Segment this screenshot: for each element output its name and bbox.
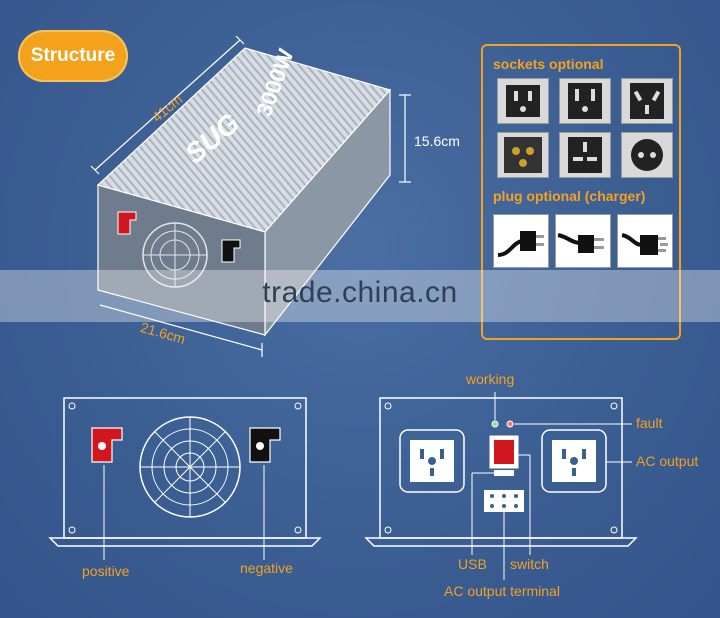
- height-label: 15.6cm: [414, 133, 460, 149]
- au-plug-icon: [493, 214, 549, 268]
- us-socket-grounded-icon: [559, 78, 611, 124]
- front-panel: [48, 397, 322, 560]
- negative-terminal-icon: [249, 427, 281, 463]
- us-socket-icon: [497, 78, 549, 124]
- power-switch: [489, 435, 519, 469]
- dimension-lines: [90, 35, 411, 357]
- ac-output-terminal-block: [484, 490, 524, 512]
- front-fan: [142, 222, 208, 288]
- au-socket-icon: [621, 78, 673, 124]
- structure-badge: Structure: [18, 30, 128, 82]
- ac-output-terminal-label: AC output terminal: [444, 583, 560, 599]
- watermark-text: trade.china.cn: [262, 276, 458, 309]
- fault-label: fault: [636, 415, 663, 431]
- positive-terminal-icon: [91, 427, 123, 463]
- positive-terminal-3d: [117, 211, 137, 235]
- positive-label: positive: [82, 563, 130, 579]
- front-panel-fan: [139, 416, 241, 518]
- inverter-3d: SUG 3000W: [96, 45, 392, 337]
- working-label: working: [466, 371, 515, 387]
- ac-outlet-right: [541, 429, 607, 493]
- sa-plug-icon: [617, 214, 673, 268]
- eu-socket-icon: [621, 132, 673, 178]
- uk-socket-icon: [559, 132, 611, 178]
- sockets-title: sockets optional: [493, 56, 604, 72]
- ac-outlet-left: [399, 429, 465, 493]
- ac-output-label: AC output: [636, 453, 699, 469]
- usb-label: USB: [458, 556, 487, 572]
- negative-terminal-3d: [221, 239, 241, 263]
- us-plug-icon: [555, 214, 611, 268]
- working-led-icon: [491, 420, 499, 428]
- plugs-title: plug optional (charger): [493, 188, 646, 204]
- universal-socket-icon: [497, 132, 549, 178]
- usb-port: [494, 470, 514, 476]
- options-panel: sockets optional plug optional (charger): [481, 44, 681, 340]
- negative-label: negative: [240, 560, 293, 576]
- switch-label: switch: [510, 556, 549, 572]
- watermark-band: [0, 270, 720, 322]
- back-panel: [364, 392, 638, 580]
- fault-led-icon: [506, 420, 514, 428]
